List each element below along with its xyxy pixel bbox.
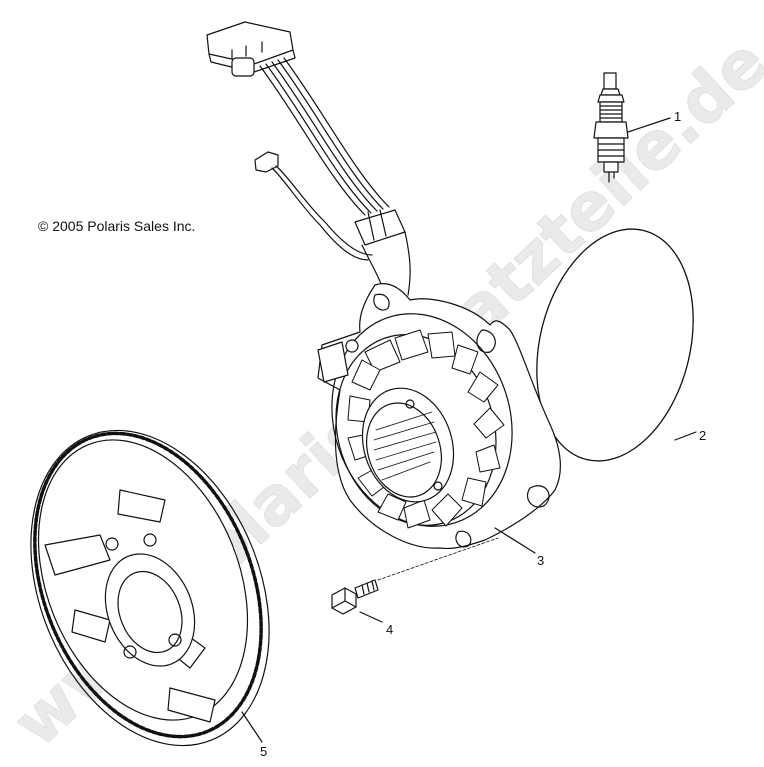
- flywheel: [30, 429, 270, 747]
- gasket: [536, 228, 697, 462]
- bolt: [331, 537, 499, 623]
- spark-plug: [593, 72, 671, 183]
- copyright-text: © 2005 Polaris Sales Inc.: [38, 218, 196, 234]
- callout-2: 2: [699, 428, 707, 443]
- stator: [317, 283, 561, 554]
- wiring-harness: [206, 21, 411, 296]
- callout-4: 4: [386, 622, 394, 637]
- callout-1: 1: [674, 109, 682, 124]
- callout-3: 3: [537, 553, 545, 568]
- callout-5: 5: [260, 744, 268, 759]
